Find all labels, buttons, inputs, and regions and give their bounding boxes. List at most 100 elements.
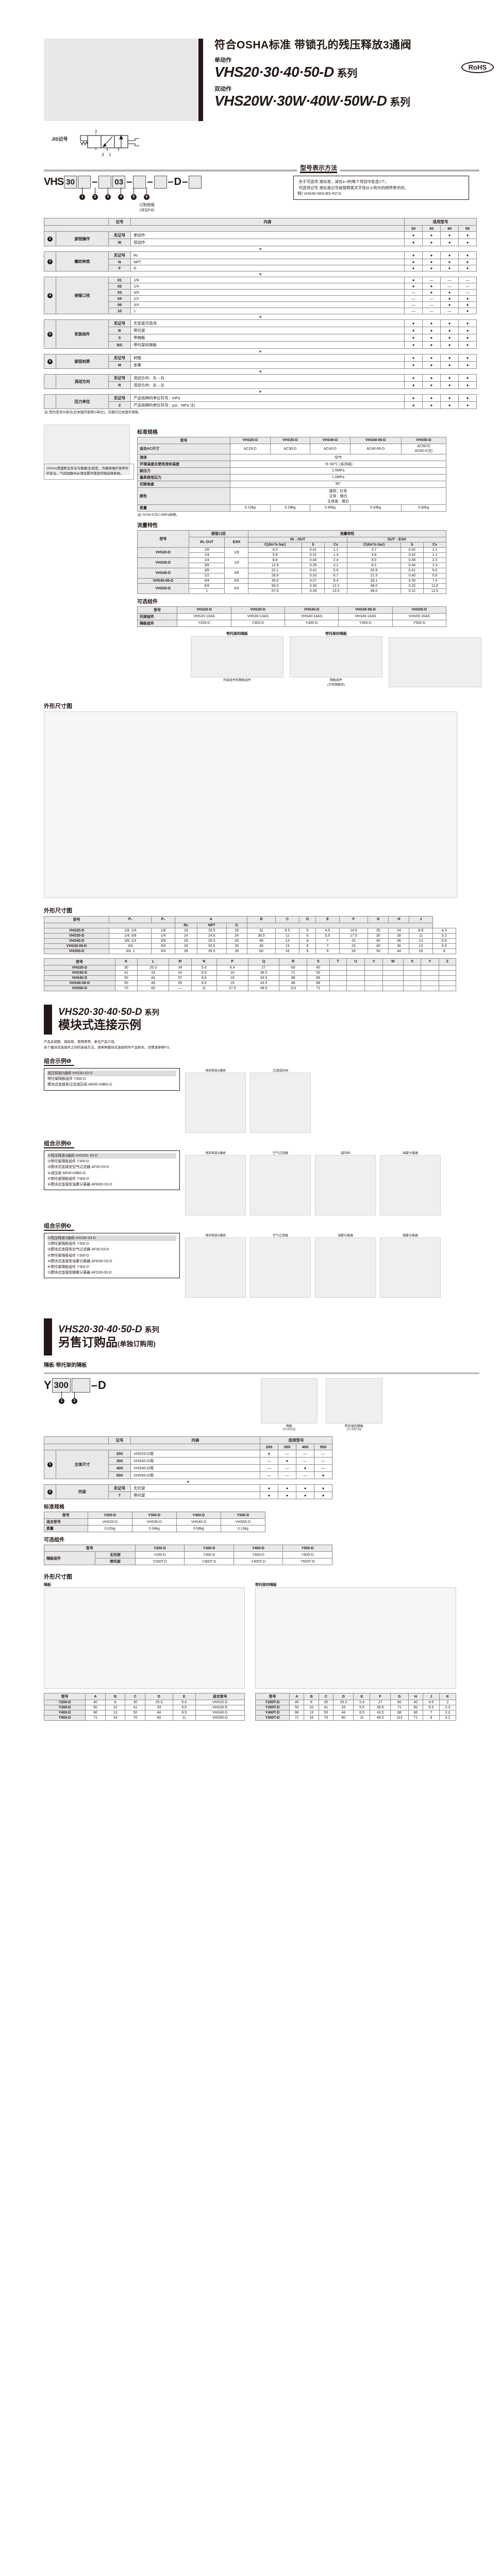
dim2-value: 43.5 <box>247 975 280 981</box>
code-box-1[interactable]: 30 <box>64 176 77 189</box>
dim2-row-model: VHS40-06-D <box>44 980 115 986</box>
optparts-value: Y400-D <box>284 619 339 627</box>
dim2-head-Y: Y <box>421 958 439 965</box>
combo-image-col: 油雾分离器 <box>315 1233 376 1298</box>
option-content: 带托架 <box>130 1492 260 1499</box>
plus-sign: + <box>259 246 262 251</box>
option-mark-40: ● <box>440 381 459 389</box>
option-content: NPT <box>130 259 405 265</box>
dim1-value: 39 <box>226 948 247 954</box>
acc-parts-col-Y200-D: Y200-D <box>135 1545 185 1552</box>
dim2-head-V: V <box>364 958 383 965</box>
code-box-4[interactable]: 03 <box>112 176 126 189</box>
combo-image-col: 空气过滤器 <box>250 1233 311 1298</box>
option-card-1: 带托架的隔板 托架组件和隔板组件 <box>191 631 284 687</box>
optparts-model-VHS50-D: VHS50-D <box>392 606 447 614</box>
option-table-model-500: 500 <box>314 1444 332 1450</box>
acc-dim2-model: Y400T-D <box>255 1710 290 1716</box>
option-symbol: 无记号 <box>108 1484 131 1492</box>
flow-row-cv2: 5.5 <box>423 567 447 573</box>
flow-row-exh: 3/4 <box>224 578 249 584</box>
dim1-value: 8 <box>298 943 316 949</box>
code-box-2[interactable] <box>78 176 91 189</box>
dim1-value: 4.3 <box>432 927 457 934</box>
dim1-head-B: B <box>246 916 276 923</box>
dim1-value: 39.5 <box>196 948 227 954</box>
std-model-VHS20-D: VHS20-D <box>230 436 271 444</box>
option-symbol: W <box>108 239 131 246</box>
acc-dim1-value: 66 <box>85 1710 106 1716</box>
modular-series-suffix: 系列 <box>144 1008 159 1016</box>
code-box-6[interactable] <box>154 176 167 189</box>
acc-dim2-value: 66 <box>408 1710 423 1716</box>
marker-4: 4 <box>114 188 127 200</box>
code-box-7[interactable] <box>189 176 202 189</box>
acc-dim2-value: 40 <box>289 1700 305 1705</box>
dim2-value: 40 <box>306 964 330 971</box>
option-table-head-symbol: 记号 <box>108 1436 131 1444</box>
flow-row-c2: 8.0 <box>347 557 401 563</box>
flow-row-b2: 0.41 <box>400 567 424 573</box>
dim1-value: 1/8, 1/4 <box>109 927 152 934</box>
dim2-value: 44 <box>137 975 169 981</box>
option-symbol: 01 <box>108 277 131 283</box>
code-box-5[interactable] <box>133 176 146 189</box>
option-content: 1 <box>130 308 405 314</box>
option-symbol: 无记号 <box>108 394 131 402</box>
option-mark-40: ● <box>440 374 459 382</box>
option-parts-title: 可选组件 <box>137 599 158 605</box>
dim1-value: 25 <box>368 927 389 934</box>
flow-row-cv2: 2.3 <box>423 562 447 568</box>
flow-row-b2: 0.42 <box>400 547 424 553</box>
rohs-badge: RoHS <box>461 61 494 73</box>
option-group-name: 旋钮操作 <box>56 231 109 246</box>
option-group-plus: + <box>44 349 477 354</box>
flow-row-port: 1/2 <box>188 572 225 579</box>
acc-dim1-value: 10 <box>105 1705 126 1710</box>
flow-row-c1: 22.1 <box>248 567 302 573</box>
option-mark-400: ● <box>296 1484 314 1492</box>
flow-row-b1: 0.30 <box>301 583 325 589</box>
acc-parts-value: Y200T-D <box>135 1558 185 1565</box>
acc-spec-value: VHS40-D <box>176 1518 221 1526</box>
acc-dim1-value: 8 <box>105 1700 126 1705</box>
dim1-head-J: J <box>409 916 433 923</box>
accessory-code-box-2[interactable] <box>71 1378 90 1393</box>
option-symbol: N <box>108 259 131 265</box>
option-group-plus: + <box>44 272 477 277</box>
dim2-value <box>364 985 383 991</box>
flow-head-col-1: b <box>301 541 325 548</box>
dim2-value: 113 <box>279 985 307 991</box>
flow-row-exh: 3/4 <box>224 583 249 594</box>
flow-row-c1: 57.0 <box>248 588 302 594</box>
acc-spec-value: 0.04kg <box>131 1525 177 1532</box>
option-mark-200: ● <box>260 1484 278 1492</box>
dim2-value: 60 <box>279 964 307 971</box>
option-mark-40: ● <box>440 394 459 402</box>
acc-dim1-applicable: VHS20-D <box>195 1700 245 1705</box>
flow-row-c2: 3.8 <box>347 552 401 558</box>
flow-row-cv2: 2.3 <box>423 557 447 563</box>
accessory-code-box-1[interactable]: 300 <box>52 1378 71 1393</box>
accessory-dim-sub-1: 隔板 <box>44 1583 51 1587</box>
flow-row-c1: 26.6 <box>248 572 302 579</box>
accessory-code: Y 300 – D <box>44 1378 106 1393</box>
option-mark-40: ● <box>440 231 459 239</box>
acc-dim1-value: 50 <box>85 1705 106 1710</box>
option-group-number <box>44 394 56 409</box>
code-box-3[interactable] <box>98 176 112 189</box>
dim2-value: 60 <box>137 985 169 991</box>
acc-dim2-col-A: A <box>289 1693 305 1700</box>
accessory-title: 另售订购品(单独订购用) <box>58 1335 159 1350</box>
